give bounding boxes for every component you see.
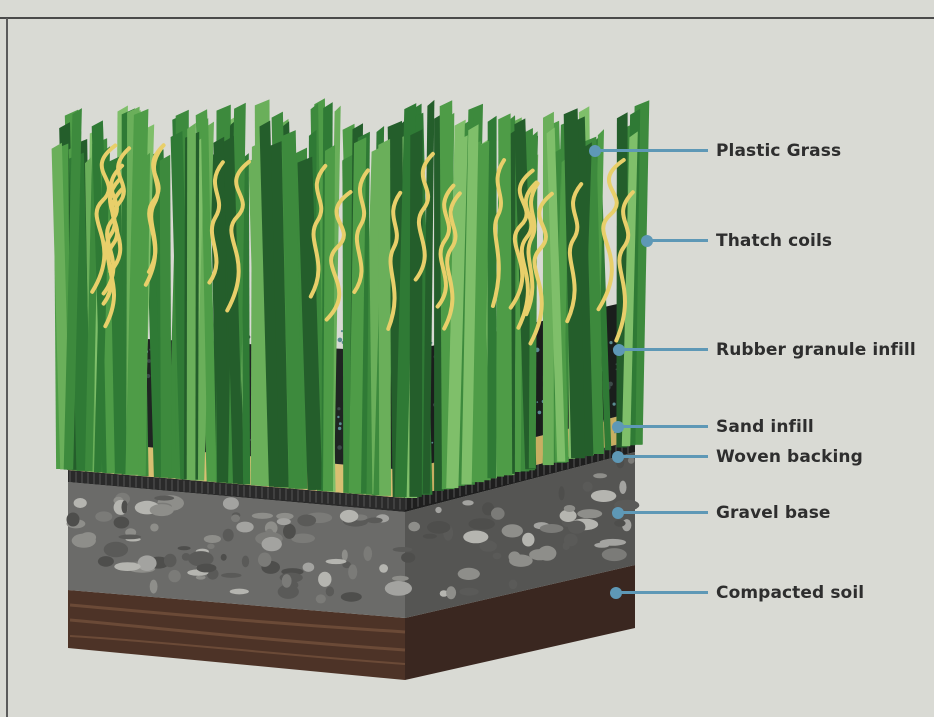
compacted-soil-leader-line xyxy=(619,591,708,594)
plastic-grass-blades xyxy=(52,98,650,498)
plastic-grass-leader-line xyxy=(598,149,708,152)
rubber-infill-label: Rubber granule infill xyxy=(716,340,916,360)
gravel-base-label: Gravel base xyxy=(716,503,831,523)
gravel-base-leader-line xyxy=(621,511,708,514)
thatch-coils-leader-line xyxy=(650,239,708,242)
woven-backing-label: Woven backing xyxy=(716,447,863,467)
sand-infill-label: Sand infill xyxy=(716,417,814,437)
plastic-grass-label: Plastic Grass xyxy=(716,141,841,161)
rubber-infill-leader-line xyxy=(622,348,708,351)
thatch-coils-label: Thatch coils xyxy=(716,231,832,251)
sand-infill-leader-line xyxy=(621,425,708,428)
woven-backing-leader-line xyxy=(621,455,708,458)
compacted-soil-label: Compacted soil xyxy=(716,583,864,603)
